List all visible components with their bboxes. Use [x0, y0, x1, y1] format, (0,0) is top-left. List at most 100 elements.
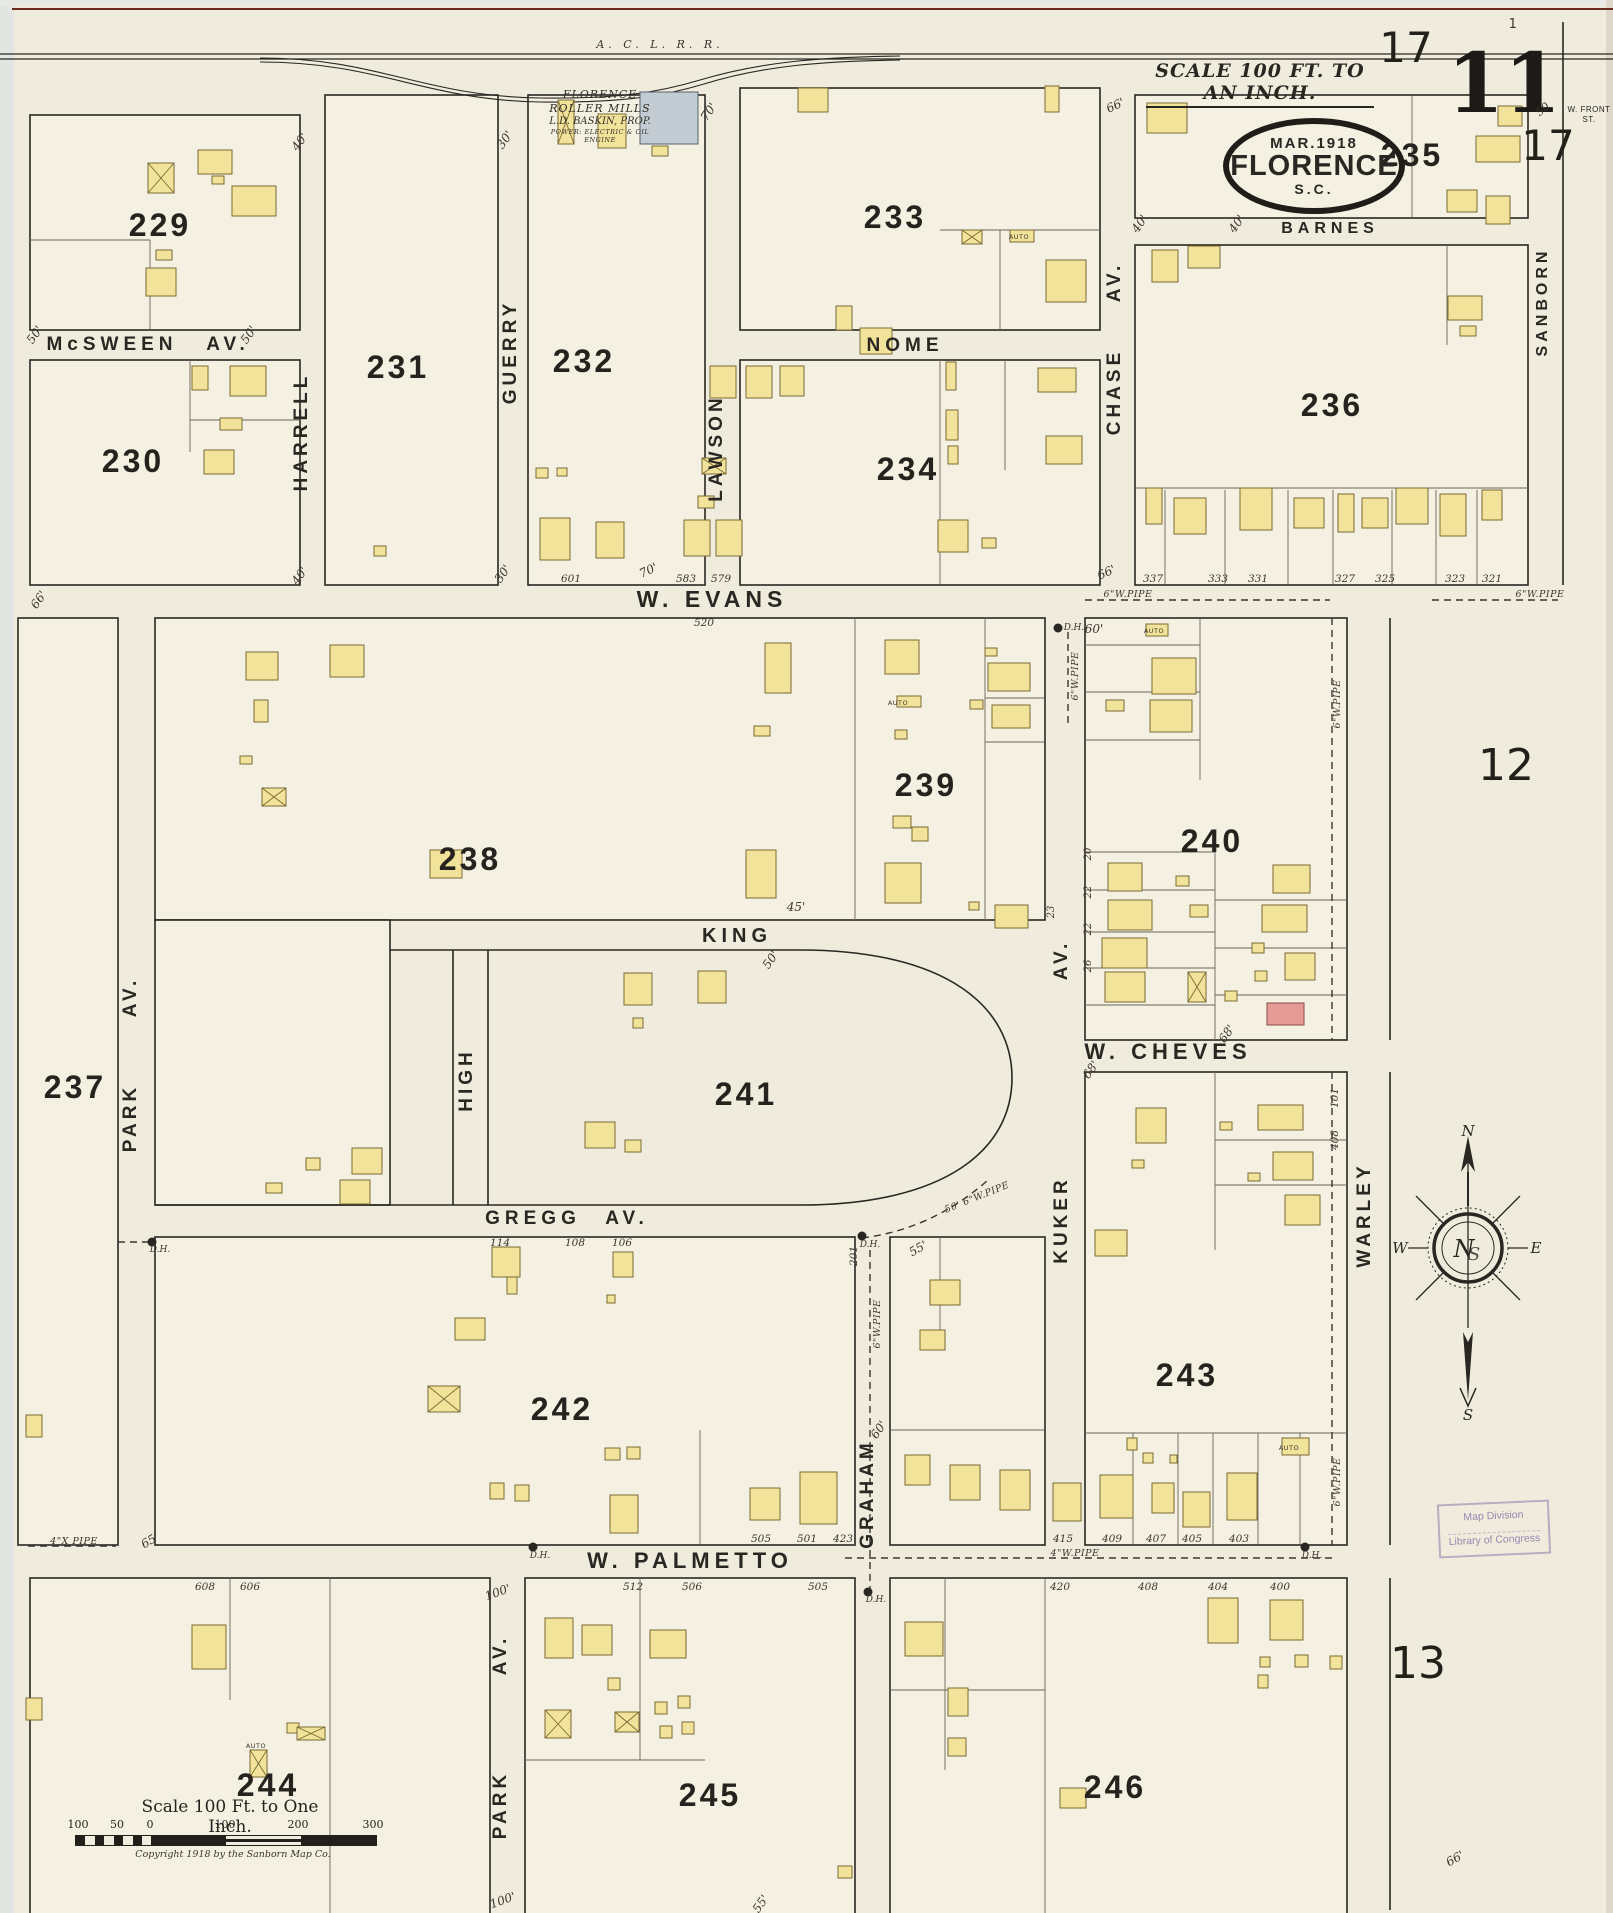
building-frame [429, 849, 463, 879]
street-label: W. PALMETTO [587, 1548, 793, 1573]
dimension-label: 66' [1104, 95, 1127, 116]
mill-line2: ROLLER MILLS [549, 101, 651, 115]
tick-50: 50 [110, 1818, 124, 1831]
building-frame [1261, 904, 1308, 933]
street-label: BARNES [1281, 220, 1379, 237]
street-label: AV. [1051, 940, 1072, 981]
pipe-label: 4"X PIPE [49, 1536, 98, 1547]
adjacent-sheet-number: 17 [1521, 121, 1574, 170]
street-label: CHASE [1104, 349, 1125, 436]
lot-number: 601 [561, 573, 581, 585]
city-block [739, 359, 1101, 586]
building-frame [1126, 1437, 1138, 1451]
building-frame [945, 409, 959, 441]
building-frame [999, 1469, 1031, 1511]
building-frame [211, 175, 225, 185]
building-brick [1266, 1002, 1305, 1026]
hydrant-label: D.H. [859, 1240, 881, 1250]
scalebar-seg3 [226, 1836, 301, 1845]
building-frame [253, 699, 269, 723]
dimension-label: 22 [1083, 923, 1094, 937]
building-frame [904, 1454, 931, 1486]
scan-edge-left [0, 0, 14, 1913]
building-frame [632, 1017, 644, 1029]
building-frame [968, 901, 980, 911]
lot-number: 579 [711, 573, 731, 585]
building-frame [514, 1484, 530, 1502]
stable-x-mark [147, 162, 175, 194]
building-frame [203, 449, 235, 475]
building-frame [947, 1737, 967, 1757]
compass-w: W [1392, 1239, 1409, 1257]
street-label: AV. [490, 1635, 511, 1676]
stamp-line1: Map Division [1463, 1508, 1524, 1524]
map-state: S.C. [1294, 181, 1334, 197]
stable-x-mark [296, 1726, 326, 1741]
building-frame [489, 1482, 505, 1500]
building-frame [745, 849, 777, 899]
building-frame [1104, 971, 1146, 1003]
building-frame [219, 417, 243, 431]
double-hydrant-dot [528, 1542, 538, 1552]
block-number: 243 [1156, 1357, 1218, 1393]
building-frame [697, 495, 715, 509]
stable-x-mark [1187, 971, 1207, 1003]
building-frame [1131, 1159, 1145, 1169]
building-frame [606, 1294, 616, 1304]
building-frame [1151, 657, 1197, 695]
dimension-label: 20 [1083, 847, 1094, 861]
building-frame [799, 1471, 838, 1525]
building-frame [697, 970, 727, 1004]
tiny-label: AUTO [888, 699, 908, 707]
block-number: 242 [531, 1391, 593, 1427]
building-frame [506, 1276, 518, 1295]
block-number: 231 [367, 349, 429, 385]
building-frame [1187, 245, 1221, 269]
building-frame [1259, 1656, 1271, 1668]
building-frame [1294, 1654, 1309, 1668]
compass-e: E [1530, 1239, 1542, 1257]
dimension-label: 26 [1083, 959, 1094, 973]
building-frame [945, 361, 957, 391]
lot-number: 331 [1248, 573, 1268, 585]
block-number: 229 [129, 207, 191, 243]
building-frame [994, 904, 1029, 929]
lot-number: 501 [797, 1533, 817, 1545]
street-label: W. EVANS [637, 586, 788, 612]
map-date: MAR.1918 [1270, 135, 1358, 152]
lot-number: 606 [240, 1581, 260, 1593]
block-number: 237 [44, 1069, 106, 1105]
building-frame [779, 365, 805, 397]
roller-mills-label: FLORENCE ROLLER MILLS L.D. BASKIN, PROP.… [534, 88, 666, 144]
building-frame [191, 365, 209, 391]
stable-x-mark [544, 1709, 572, 1739]
building-frame [892, 815, 912, 829]
scalebar-seg4 [301, 1836, 376, 1845]
tick-200: 200 [287, 1818, 309, 1831]
building-frame [305, 1157, 321, 1171]
building-frame [1239, 487, 1273, 531]
building-frame [969, 699, 984, 710]
lot-number: 415 [1052, 1533, 1073, 1545]
building-frame [1037, 367, 1077, 393]
lot-number: 114 [490, 1237, 510, 1249]
street-label: AV. [206, 334, 250, 355]
tick-0: 0 [146, 1818, 154, 1831]
building-frame [1107, 862, 1143, 892]
double-hydrant-dot [863, 1587, 873, 1597]
stable-x-mark [427, 1385, 461, 1413]
scan-edge-right [1606, 0, 1613, 1913]
street-label: W. CHEVES [1084, 1039, 1251, 1064]
street-label: PARK [490, 1771, 511, 1839]
double-hydrant-dot [1053, 623, 1063, 633]
building-frame [911, 826, 929, 842]
street-label: GREGG [485, 1208, 581, 1229]
scalebar [75, 1835, 377, 1846]
lot-number: 407 [1145, 1533, 1166, 1545]
building-frame [191, 1624, 227, 1670]
block-number: 246 [1084, 1769, 1146, 1805]
building-frame [984, 647, 998, 657]
stable-x-mark [961, 229, 983, 245]
sheet-number: 11 [1447, 36, 1561, 132]
